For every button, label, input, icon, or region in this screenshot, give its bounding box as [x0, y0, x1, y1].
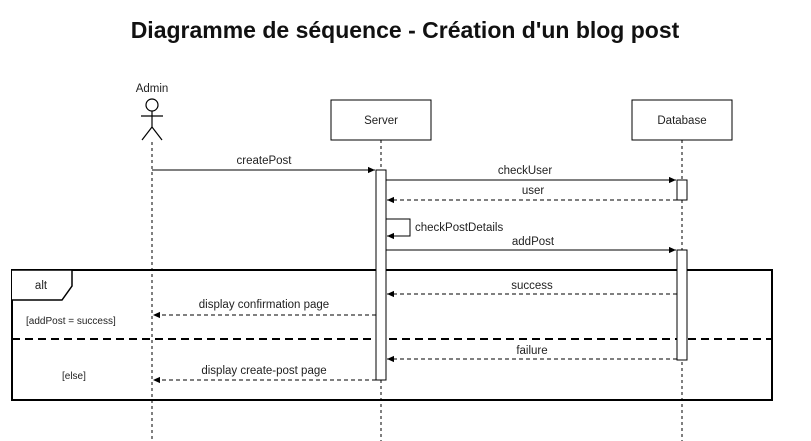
admin-actor: Admin [136, 83, 169, 141]
alt-frame [11, 269, 773, 401]
server-participant: Server [330, 99, 432, 141]
database-label: Database [657, 115, 706, 127]
message-check-user: checkUser [386, 165, 676, 184]
message-label: display confirmation page [199, 299, 329, 311]
message-label: user [522, 185, 545, 197]
database-activation-overlay [676, 249, 688, 361]
message-check-post-details: checkPostDetails [386, 218, 503, 240]
database-participant: Database [631, 99, 733, 141]
server-activation-overlay [375, 169, 387, 381]
actor-head-icon [145, 98, 159, 112]
message-success-return: success [387, 280, 677, 298]
message-display-create-post: display create-post page [153, 365, 376, 384]
message-label: checkPostDetails [415, 222, 503, 234]
message-label: checkUser [498, 165, 552, 177]
message-label: createPost [237, 155, 293, 167]
guard-else: [else] [62, 371, 86, 382]
diagram-title: Diagramme de séquence - Création d'un bl… [131, 17, 680, 43]
message-failure-return: failure [387, 345, 677, 363]
message-label: display create-post page [201, 365, 326, 377]
guard-success: [addPost = success] [26, 316, 116, 327]
server-box [330, 99, 432, 141]
database-activation-bar-1 [676, 179, 688, 201]
message-user-return: user [387, 185, 677, 204]
message-label: addPost [512, 236, 555, 248]
database-box [631, 99, 733, 141]
alt-operator-tab [12, 269, 73, 301]
message-add-post: addPost [386, 236, 676, 254]
message-label: success [511, 280, 553, 292]
message-label: failure [516, 345, 547, 357]
alt-fragment: alt [addPost = success] [else] [11, 269, 773, 401]
message-display-confirmation: display confirmation page [153, 299, 376, 319]
message-create-post: createPost [152, 155, 375, 174]
admin-label: Admin [136, 83, 169, 95]
alt-operator-label: alt [35, 280, 48, 292]
server-label: Server [364, 115, 398, 127]
